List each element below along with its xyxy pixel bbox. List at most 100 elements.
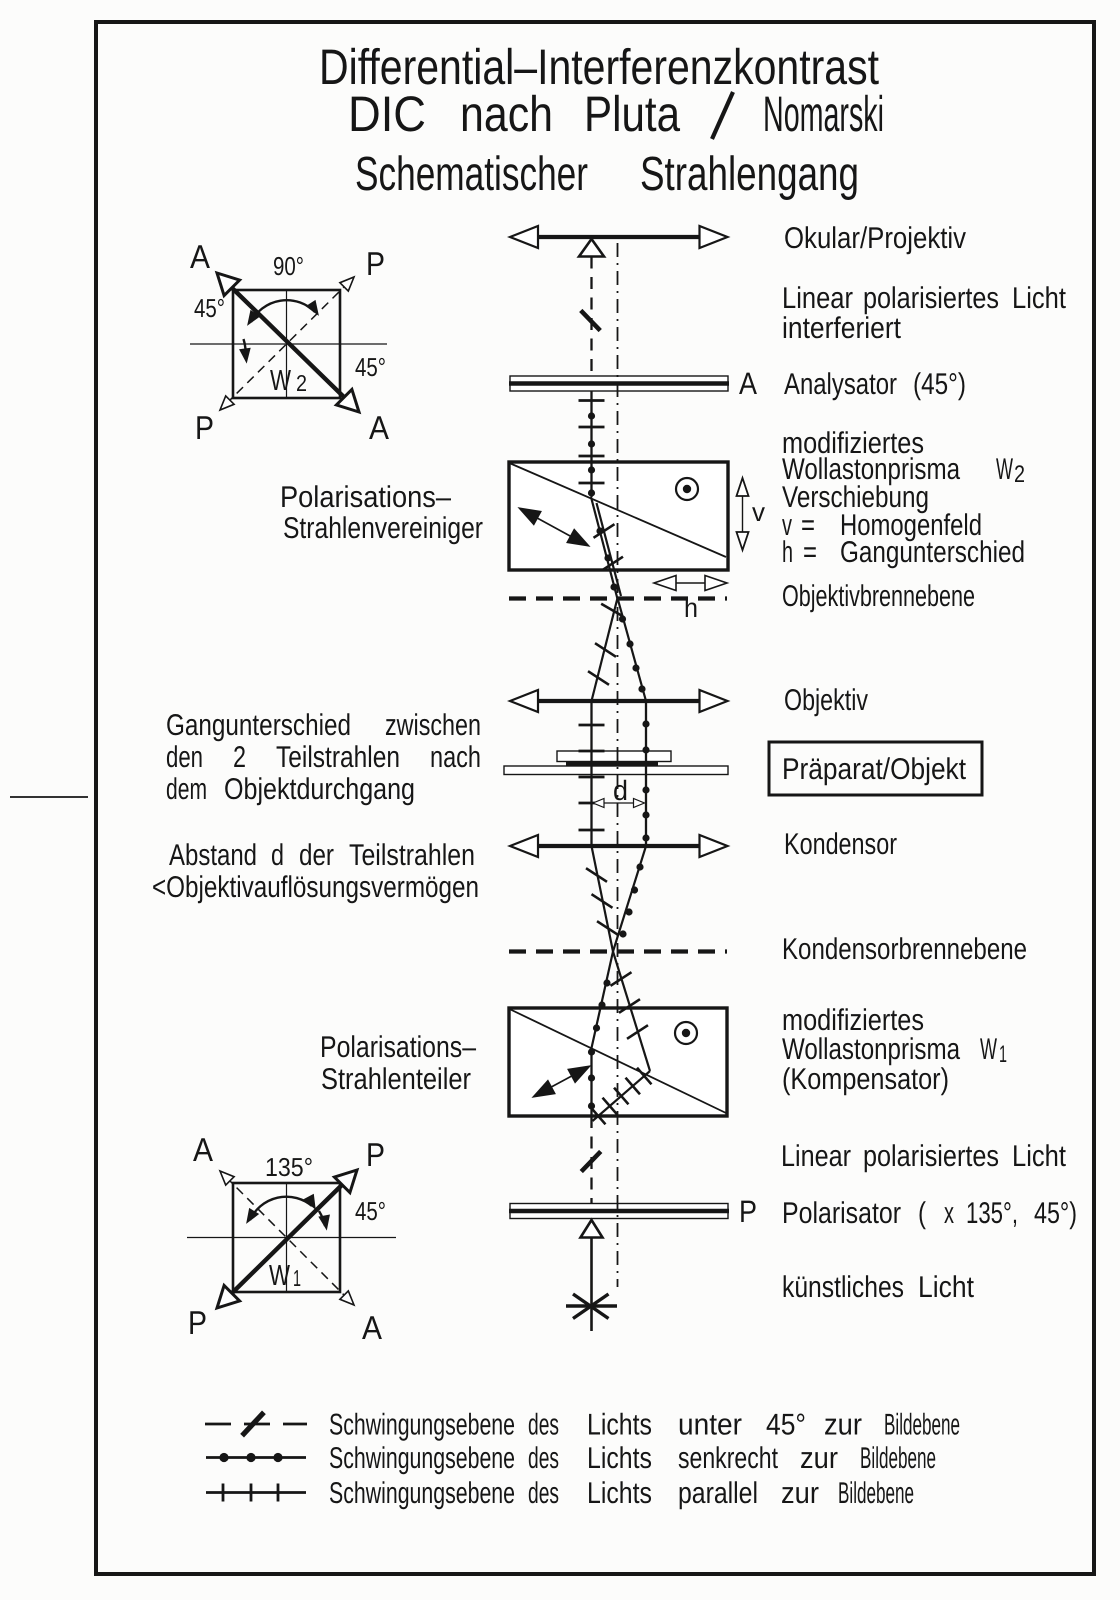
svg-text:45°: 45°	[194, 293, 225, 323]
svg-text:Präparat/Objekt: Präparat/Objekt	[782, 753, 967, 786]
svg-text:Gangunterschied: Gangunterschied	[840, 536, 1025, 569]
svg-text:Kondensor: Kondensor	[784, 828, 897, 861]
svg-text:senkrecht: senkrecht	[678, 1442, 779, 1475]
svg-text:2: 2	[1014, 461, 1025, 488]
svg-text:den: den	[166, 741, 203, 774]
svg-text:zur: zur	[781, 1477, 819, 1510]
svg-text:A: A	[193, 1131, 213, 1168]
svg-text:Verschiebung: Verschiebung	[782, 481, 929, 514]
svg-text:interferiert: interferiert	[782, 312, 902, 345]
svg-text:polarisiertes: polarisiertes	[863, 1140, 999, 1173]
svg-text:polarisiertes: polarisiertes	[863, 282, 999, 315]
svg-text:W: W	[270, 365, 291, 397]
svg-text:Schwingungsebene: Schwingungsebene	[329, 1442, 515, 1475]
svg-text:=: =	[803, 536, 817, 569]
svg-text:v: v	[782, 509, 792, 542]
svg-text:des: des	[528, 1409, 559, 1442]
svg-text:Pluta: Pluta	[584, 86, 680, 142]
svg-text:A: A	[190, 238, 210, 275]
svg-text:135°: 135°	[265, 1152, 313, 1182]
svg-text:h: h	[684, 593, 698, 623]
svg-text:Differential–Interferenzkontra: Differential–Interferenzkontrast	[319, 39, 879, 95]
svg-text:Homogenfeld: Homogenfeld	[840, 509, 982, 542]
svg-text:Bildebene: Bildebene	[860, 1442, 936, 1475]
svg-text:45°): 45°)	[1034, 1197, 1077, 1230]
svg-text:2: 2	[296, 370, 307, 396]
svg-text:A: A	[739, 366, 757, 401]
svg-text:h: h	[782, 536, 793, 569]
svg-text:A: A	[369, 409, 389, 446]
svg-text:P: P	[366, 245, 385, 282]
svg-text:Okular/Projektiv: Okular/Projektiv	[784, 222, 966, 255]
svg-text:Abstand: Abstand	[169, 839, 257, 872]
svg-text:Schematischer: Schematischer	[355, 148, 588, 201]
svg-text:1: 1	[999, 1041, 1007, 1068]
svg-text:P: P	[188, 1304, 207, 1341]
svg-text:Analysator: Analysator	[784, 368, 897, 401]
svg-text:Schwingungsebene: Schwingungsebene	[329, 1477, 515, 1510]
svg-text:Schwingungsebene: Schwingungsebene	[329, 1409, 515, 1442]
svg-text:unter: unter	[678, 1409, 742, 1442]
svg-text:135°,: 135°,	[966, 1197, 1018, 1230]
svg-text:90°: 90°	[273, 251, 304, 281]
svg-text:Wollastonprisma: Wollastonprisma	[782, 453, 960, 486]
svg-text:45°: 45°	[355, 1196, 386, 1226]
svg-text:d: d	[271, 839, 284, 872]
svg-text:zwischen: zwischen	[385, 709, 481, 742]
svg-text:des: des	[528, 1442, 559, 1475]
svg-text:Lichts: Lichts	[587, 1409, 652, 1442]
svg-text:Polarisations–: Polarisations–	[280, 481, 451, 514]
svg-text:Nomarski: Nomarski	[763, 86, 884, 142]
svg-text:Linear: Linear	[781, 1140, 851, 1173]
svg-text:Licht: Licht	[1012, 1140, 1067, 1173]
svg-text:dem: dem	[166, 773, 207, 806]
svg-text:A: A	[362, 1309, 382, 1346]
svg-text:Gangunterschied: Gangunterschied	[166, 709, 351, 742]
svg-text:P: P	[195, 409, 214, 446]
svg-text:1: 1	[293, 1265, 301, 1291]
svg-text:Objektdurchgang: Objektdurchgang	[224, 773, 415, 806]
svg-text:<Objektivauflösungsvermögen: <Objektivauflösungsvermögen	[152, 871, 479, 904]
svg-text:(Kompensator): (Kompensator)	[782, 1063, 949, 1096]
svg-text:Strahlengang: Strahlengang	[640, 148, 859, 201]
svg-text:45°: 45°	[766, 1409, 806, 1442]
svg-text:Wollastonprisma: Wollastonprisma	[782, 1033, 960, 1066]
svg-text:parallel: parallel	[678, 1477, 758, 1510]
svg-text:modifiziertes: modifiziertes	[782, 1004, 924, 1037]
svg-text:P: P	[366, 1136, 385, 1173]
svg-text:der: der	[299, 839, 334, 872]
svg-text:modifiziertes: modifiziertes	[782, 427, 924, 460]
svg-text:DIC: DIC	[348, 86, 426, 142]
svg-text:nach: nach	[430, 741, 481, 774]
svg-text:45°: 45°	[355, 352, 386, 382]
svg-text:v: v	[752, 497, 765, 527]
svg-text:Objektivbrennebene: Objektivbrennebene	[782, 580, 975, 613]
svg-text:Licht: Licht	[918, 1271, 975, 1304]
svg-text:Polarisator: Polarisator	[782, 1197, 901, 1230]
svg-text:(45°): (45°)	[913, 368, 966, 401]
svg-text:Bildebene: Bildebene	[884, 1409, 960, 1442]
svg-text:zur: zur	[824, 1409, 862, 1442]
svg-text:zur: zur	[800, 1442, 838, 1475]
svg-text:Strahlenvereiniger: Strahlenvereiniger	[283, 512, 483, 545]
svg-text:Strahlenteiler: Strahlenteiler	[321, 1063, 471, 1096]
svg-text:d: d	[613, 775, 628, 806]
svg-text:W: W	[980, 1033, 997, 1066]
svg-text:Licht: Licht	[1012, 282, 1067, 315]
svg-text:künstliches: künstliches	[782, 1271, 904, 1304]
svg-text:Teilstrahlen: Teilstrahlen	[276, 741, 400, 774]
svg-text:W: W	[996, 453, 1013, 486]
svg-text:des: des	[528, 1477, 559, 1510]
svg-text:Linear: Linear	[782, 282, 853, 315]
svg-text:nach: nach	[460, 86, 553, 142]
svg-text:Kondensorbrennebene: Kondensorbrennebene	[782, 933, 1027, 966]
svg-text:P: P	[739, 1194, 757, 1229]
svg-text:Bildebene: Bildebene	[838, 1477, 914, 1510]
svg-text:=: =	[801, 509, 815, 542]
svg-text:2: 2	[233, 741, 246, 774]
svg-text:(: (	[918, 1197, 926, 1230]
svg-text:x: x	[944, 1197, 954, 1230]
svg-text:Lichts: Lichts	[587, 1477, 652, 1510]
svg-text:Objektiv: Objektiv	[784, 684, 868, 717]
svg-text:Lichts: Lichts	[587, 1442, 652, 1475]
